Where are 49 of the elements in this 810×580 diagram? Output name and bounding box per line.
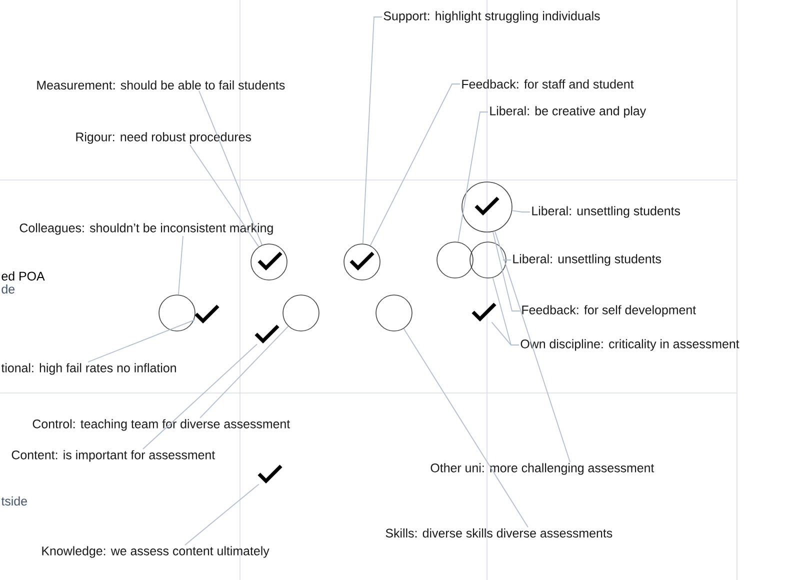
- circle-marker: [376, 294, 412, 332]
- leader-label: Colleagues: shouldn’t be inconsistent marking: [20, 223, 273, 235]
- leader-line: [512, 210, 530, 212]
- cut-off-label: ed POA: [2, 271, 45, 281]
- leader-label: Other uni: more challenging assessment: [430, 463, 654, 475]
- leader-line: [190, 144, 260, 248]
- circle-marker: [250, 244, 288, 280]
- leader-line: [178, 236, 184, 296]
- circle-marker: [436, 242, 474, 278]
- leader-label: tional: high fail rates no inflation: [1, 363, 176, 375]
- leader-label: Feedback: for self development: [522, 305, 696, 317]
- leader-line: [198, 90, 262, 246]
- leader-label: Rigour: need robust procedures: [76, 132, 252, 144]
- circle-marker: [158, 294, 196, 332]
- circle-marker: [470, 242, 506, 278]
- cut-off-label: tside: [1, 496, 27, 506]
- check-mark: [472, 302, 496, 322]
- leader-line: [200, 326, 289, 418]
- leader-label: Liberal: unsettling students: [532, 206, 680, 218]
- leader-label: Feedback: for staff and student: [462, 79, 634, 89]
- check-mark: [258, 252, 282, 271]
- circle-marker: [462, 182, 512, 232]
- leader-line: [458, 112, 488, 242]
- leader-line: [403, 328, 528, 528]
- circle-marker: [344, 244, 380, 280]
- check-mark: [254, 324, 280, 344]
- leader-label: Measurement: should be able to fail students: [37, 80, 285, 90]
- leader-line: [184, 484, 260, 546]
- check-mark: [258, 464, 282, 484]
- leader-line: [362, 16, 382, 244]
- leader-label: Liberal: be creative and play: [490, 106, 646, 118]
- leader-line: [491, 322, 520, 346]
- leader-line: [492, 231, 520, 312]
- leader-line: [88, 319, 196, 362]
- leader-label: Content: is important for assessment: [12, 450, 216, 462]
- leader-label: Skills: diverse skills diverse assessments: [386, 528, 612, 538]
- check-mark: [474, 196, 500, 216]
- leader-label: Own discipline: criticality in assessment: [520, 339, 740, 351]
- leader-label: Control: teaching team for diverse assessment: [32, 419, 290, 431]
- leader-label: Support: highlight struggling individuals: [384, 11, 600, 23]
- leader-line: [370, 84, 460, 246]
- leader-label: Liberal: unsettling students: [513, 254, 662, 266]
- check-mark: [194, 304, 220, 324]
- check-mark: [350, 252, 374, 271]
- leader-line: [494, 230, 570, 462]
- leader-line: [142, 344, 258, 450]
- leader-label: Knowledge: we assess content ultimately: [42, 546, 270, 558]
- circle-marker: [282, 294, 320, 332]
- cut-off-label: de: [2, 284, 14, 294]
